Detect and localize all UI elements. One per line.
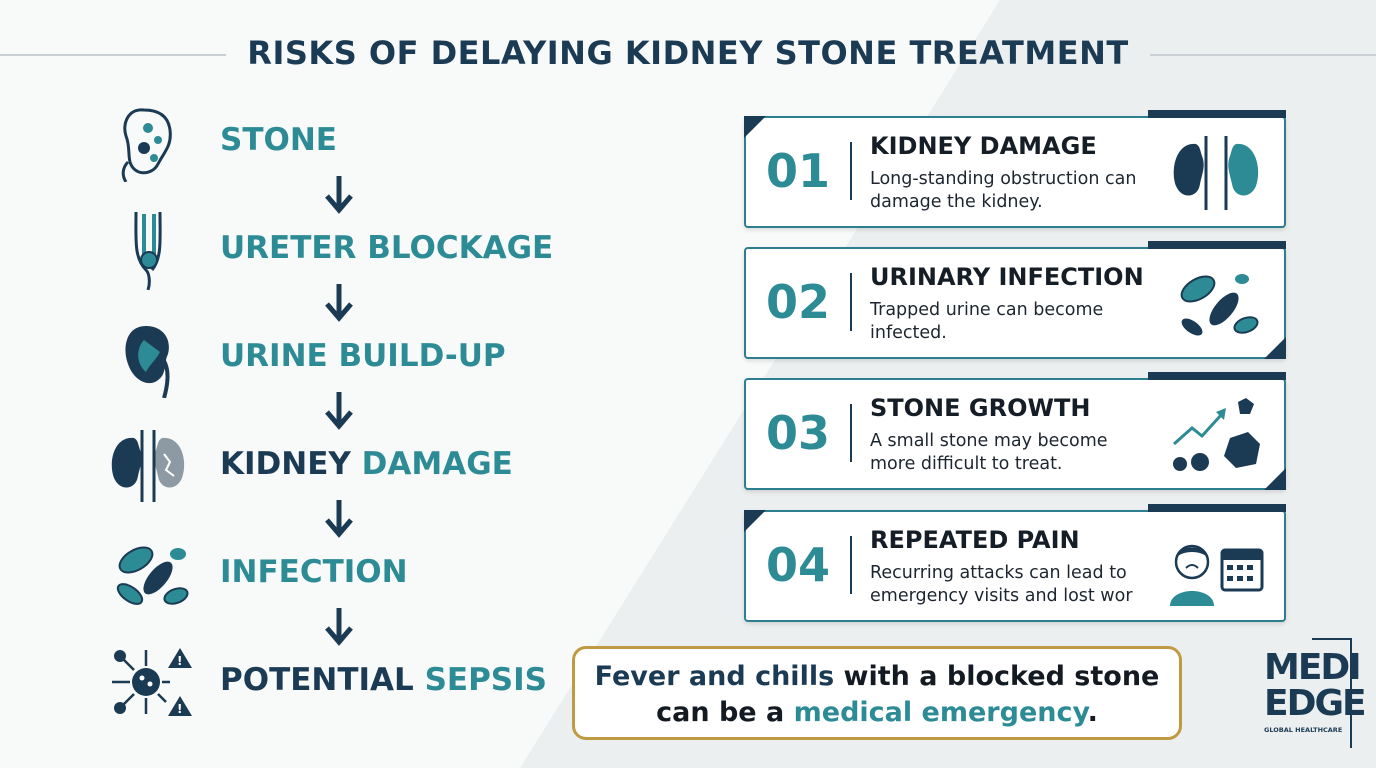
flow-label: URINE BUILD-UP	[220, 338, 506, 374]
logo-word-2: EDGE	[1264, 683, 1367, 724]
logo-tagline: GLOBAL HEALTHCARE	[1264, 726, 1343, 734]
brand-logo: MEDI EDGE GLOBAL HEALTHCARE	[1262, 638, 1367, 748]
arrow-down-icon	[325, 608, 353, 646]
risk-card-repeated-pain: 04 REPEATED PAIN Recurring attacks can l…	[744, 504, 1286, 622]
stone-growth-icon	[1173, 398, 1260, 471]
card-title: REPEATED PAIN	[870, 526, 1080, 554]
flow-label: INFECTION	[220, 554, 408, 590]
risk-card-urinary-infection: 02 URINARY INFECTION Trapped urine can b…	[744, 241, 1286, 359]
card-title: URINARY INFECTION	[870, 263, 1144, 291]
sepsis-spread-icon: ! !	[112, 648, 192, 716]
flow-step-urine-buildup: URINE BUILD-UP	[100, 318, 580, 398]
card-number: 02	[766, 275, 831, 329]
flow-step-infection: INFECTION	[100, 534, 580, 614]
flow-step-ureter-blockage: URETER BLOCKAGE	[100, 210, 580, 290]
card-number: 01	[766, 144, 831, 198]
urine-buildup-kidney-icon	[125, 326, 170, 398]
card-title: STONE GROWTH	[870, 394, 1091, 422]
risk-card-stone-growth: 03 STONE GROWTH A small stone may become…	[744, 372, 1286, 490]
pain-calendar-icon	[1170, 544, 1264, 606]
card-title: KIDNEY DAMAGE	[870, 132, 1097, 160]
page-title: RISKS OF DELAYING KIDNEY STONE TREATMENT	[247, 34, 1129, 72]
flow-label: POTENTIAL SEPSIS	[220, 662, 547, 698]
flow-step-kidney-damage: KIDNEY DAMAGE	[100, 426, 580, 506]
card-number: 04	[766, 538, 831, 592]
svg-text:!: !	[177, 702, 182, 716]
logo-word-1: MEDI	[1264, 647, 1362, 688]
title-rule-right	[1150, 54, 1376, 56]
callout-line-1: Fever and chills with a blocked stone	[594, 661, 1160, 692]
svg-text:!: !	[177, 654, 182, 668]
kidneys-icon	[1173, 136, 1259, 210]
flow-label: URETER BLOCKAGE	[220, 230, 554, 266]
flow-label: KIDNEY DAMAGE	[220, 446, 513, 482]
bacteria-icon	[116, 546, 189, 605]
kidney-stone-icon	[121, 108, 172, 182]
emergency-callout: Fever and chills with a blocked stone ca…	[572, 646, 1182, 740]
callout-line-2: can be a medical emergency.	[656, 697, 1098, 728]
flow-step-stone: STONE	[100, 102, 580, 182]
risk-card-kidney-damage: 01 KIDNEY DAMAGE Long-standing obstructi…	[744, 110, 1286, 228]
flow-step-potential-sepsis: ! ! POTENTIAL SEPSIS	[100, 642, 580, 722]
bacteria-icon	[1180, 274, 1259, 336]
arrow-down-icon	[325, 284, 353, 322]
card-number: 03	[766, 406, 831, 460]
title-rule-left	[0, 54, 226, 56]
flow-label: STONE	[220, 122, 337, 158]
ureter-blockage-icon	[134, 211, 162, 290]
arrow-down-icon	[325, 500, 353, 538]
arrow-down-icon	[325, 176, 353, 214]
damaged-kidneys-icon	[111, 430, 185, 502]
arrow-down-icon	[325, 392, 353, 430]
